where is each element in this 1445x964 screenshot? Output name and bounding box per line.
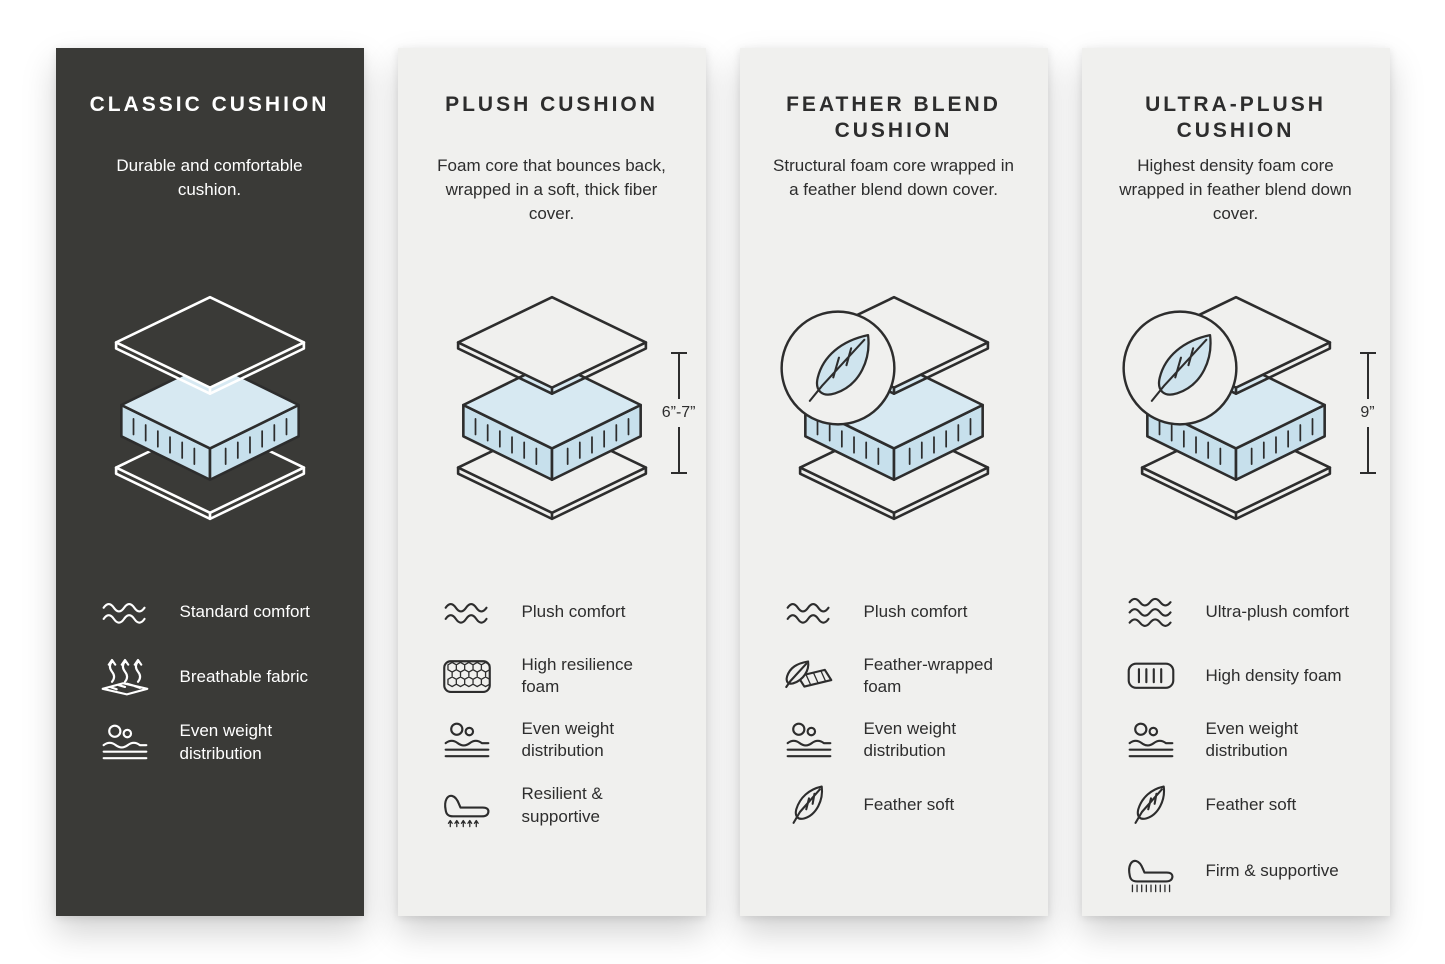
dimension-label: 6”-7” <box>661 404 696 421</box>
feature-row: Feather soft <box>780 782 1022 827</box>
feature-list: Standard comfort Breathable fabric <box>82 590 338 765</box>
resilient-supportive-icon <box>438 782 496 828</box>
even-weight-icon <box>96 721 154 764</box>
card-ultra-plush-cushion: ULTRA-PLUSH CUSHION Highest density foam… <box>1081 48 1390 916</box>
even-weight-icon <box>438 719 496 762</box>
dimension-bottom-cap <box>1359 472 1376 474</box>
feature-label: Even weight distribution <box>1205 719 1299 761</box>
card-description: Foam core that bounces back, wrapped in … <box>437 156 666 223</box>
dimension-line <box>1366 354 1369 399</box>
honeycomb-foam-icon <box>438 658 496 695</box>
feature-row: Resilient & supportive <box>438 782 680 828</box>
feature-row: Standard comfort <box>96 590 338 634</box>
feature-label: Standard comfort <box>179 601 310 621</box>
card-title: PLUSH CUSHION <box>445 93 658 116</box>
dimension-label: 9” <box>1360 404 1375 421</box>
feature-label: High resilience foam <box>521 655 634 697</box>
cushion-illustration <box>1108 292 1364 560</box>
cushion-layers-diagram <box>114 295 305 521</box>
dimension-indicator: 9” <box>1359 352 1376 474</box>
dimension-top-cap <box>1359 352 1376 354</box>
feature-label: Feather soft <box>1205 794 1297 814</box>
feature-label: Plush comfort <box>863 601 968 621</box>
feature-label: Feather-wrapped foam <box>863 655 993 697</box>
foam-core-layer <box>461 360 642 482</box>
feature-row: Plush comfort <box>780 590 1022 634</box>
card-title: CLASSIC CUSHION <box>89 93 330 116</box>
wave-comfort-icon <box>780 592 838 633</box>
feature-row: Ultra-plush comfort <box>1122 590 1364 634</box>
feature-row: Plush comfort <box>438 590 680 634</box>
feature-label: Feather soft <box>863 795 955 815</box>
feature-label: Even weight distribution <box>521 719 615 761</box>
high-density-foam-icon <box>1122 659 1180 692</box>
even-weight-icon <box>1122 719 1180 762</box>
dimension-line <box>1366 427 1369 472</box>
dimension-bottom-cap <box>670 472 687 474</box>
cushion-illustration <box>766 292 1022 560</box>
cushion-illustration <box>82 292 338 560</box>
feature-row: High density foam <box>1122 654 1364 698</box>
wave-comfort-icon <box>438 592 496 633</box>
top-cover-layer <box>114 295 305 396</box>
card-feather-blend-cushion: FEATHER BLEND CUSHION Structural foam co… <box>739 48 1048 916</box>
dimension-line <box>677 427 680 472</box>
feature-row: Even weight distribution <box>438 718 680 762</box>
cushion-layers-diagram <box>456 295 647 521</box>
feature-label: Resilient & supportive <box>521 784 603 826</box>
feature-row: Even weight distribution <box>780 718 1022 762</box>
feature-label: Ultra-plush comfort <box>1205 601 1350 621</box>
feature-label: High density foam <box>1205 665 1342 685</box>
feature-label: Even weight distribution <box>179 721 273 763</box>
feature-label: Firm & supportive <box>1205 860 1339 880</box>
cushion-illustration <box>424 292 680 560</box>
card-description: Durable and comfortable cushion. <box>116 156 303 199</box>
card-description: Highest density foam core wrapped in fea… <box>1119 156 1352 223</box>
feather-icon <box>780 782 838 827</box>
card-title: FEATHER BLEND CUSHION <box>786 93 1001 143</box>
feature-row: Breathable fabric <box>96 654 338 700</box>
feature-row: High resilience foam <box>438 654 680 698</box>
feature-row: Firm & supportive <box>1122 848 1364 894</box>
card-classic-cushion: CLASSIC CUSHION Durable and comfortable … <box>55 48 364 916</box>
dimension-top-cap <box>670 352 687 354</box>
feather-badge <box>779 310 896 426</box>
feature-row: Even weight distribution <box>1122 718 1364 762</box>
feature-list: Plush comfort Feather-wrapped foam <box>766 590 1022 828</box>
feature-label: Even weight distribution <box>863 719 957 761</box>
card-description: Structural foam core wrapped in a feathe… <box>773 156 1014 199</box>
dimension-line <box>677 354 680 399</box>
feature-list: Plush comfort High resilience foam <box>424 590 680 829</box>
feature-row: Feather soft <box>1122 782 1364 827</box>
top-cover-layer <box>456 295 647 396</box>
feature-row: Even weight distribution <box>96 720 338 764</box>
feature-row: Feather-wrapped foam <box>780 654 1022 698</box>
breathable-fabric-icon <box>96 654 154 700</box>
firm-supportive-icon <box>1122 848 1180 894</box>
feather-icon <box>1122 782 1180 827</box>
feather-wrapped-foam-icon <box>780 655 838 698</box>
feather-badge <box>1121 310 1238 426</box>
even-weight-icon <box>780 719 838 762</box>
foam-core-layer <box>119 360 300 482</box>
dimension-indicator: 6”-7” <box>662 352 696 474</box>
feature-list: Ultra-plush comfort High density foam <box>1108 590 1364 894</box>
feature-label: Plush comfort <box>521 601 626 621</box>
wave-comfort-icon <box>96 592 154 633</box>
card-plush-cushion: PLUSH CUSHION Foam core that bounces bac… <box>397 48 706 916</box>
card-title: ULTRA-PLUSH CUSHION <box>1145 93 1326 143</box>
ultra-plush-comfort-icon <box>1122 592 1180 633</box>
feature-label: Breathable fabric <box>179 667 309 687</box>
